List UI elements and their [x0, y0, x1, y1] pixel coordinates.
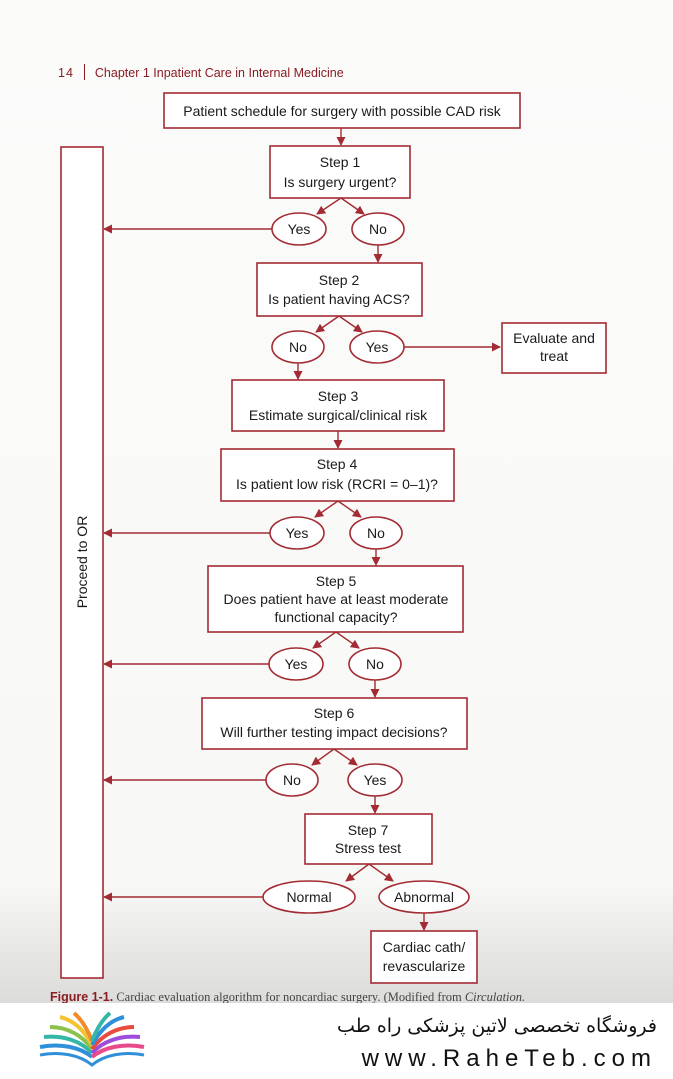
cath-line1: Cardiac cath/	[383, 939, 466, 955]
step7-text: Stress test	[335, 840, 401, 856]
proceed-to-or-label: Proceed to OR	[74, 516, 90, 609]
step5-title: Step 5	[316, 573, 357, 589]
evaluate-line1: Evaluate and	[513, 330, 595, 346]
cath-line2: revascularize	[383, 958, 466, 974]
step1-title: Step 1	[320, 154, 361, 170]
store-url-link[interactable]: www.RaheTeb.com	[361, 1045, 657, 1072]
step4-box: Step 4 Is patient low risk (RCRI = 0–1)?	[220, 448, 455, 502]
step1-yes-label: Yes	[288, 221, 311, 237]
step2-title: Step 2	[319, 272, 360, 288]
caption-text: Cardiac evaluation algorithm for noncard…	[116, 990, 462, 1003]
step6-title: Step 6	[314, 705, 355, 721]
cardiac-cath-box: Cardiac cath/ revascularize	[370, 930, 478, 984]
step7-box: Step 7 Stress test	[304, 813, 433, 865]
step7-normal-oval: Normal	[262, 880, 356, 914]
step4-yes-label: Yes	[286, 525, 309, 541]
step7-abnormal-label: Abnormal	[394, 889, 454, 905]
step2-box: Step 2 Is patient having ACS?	[256, 262, 423, 317]
book-page: 14 Chapter 1 Inpatient Care in Internal M…	[0, 0, 673, 1003]
step6-no-label: No	[283, 772, 301, 788]
step5-box: Step 5 Does patient have at least modera…	[207, 565, 464, 633]
step3-box: Step 3 Estimate surgical/clinical risk	[231, 379, 445, 432]
step6-no-oval: No	[265, 763, 319, 797]
flow-connectors	[103, 128, 501, 931]
step3-text: Estimate surgical/clinical risk	[249, 407, 428, 423]
step6-box: Step 6 Will further testing impact decis…	[201, 697, 468, 750]
step4-question: Is patient low risk (RCRI = 0–1)?	[236, 476, 438, 492]
figure-caption: Figure 1-1. Cardiac evaluation algorithm…	[50, 990, 660, 1003]
step4-yes-oval: Yes	[269, 516, 325, 550]
step4-no-label: No	[367, 525, 385, 541]
proceed-to-or-bar: Proceed to OR	[60, 146, 104, 979]
store-banner: فروشگاه تخصصی لاتین پزشکی راه طب www.Rah…	[0, 1003, 673, 1079]
store-name: فروشگاه تخصصی لاتین پزشکی راه طب	[337, 1015, 657, 1037]
step1-question: Is surgery urgent?	[284, 174, 397, 190]
page-number: 14	[58, 66, 74, 80]
step1-no-oval: No	[351, 212, 405, 246]
step7-normal-label: Normal	[286, 889, 331, 905]
evaluate-treat-box: Evaluate and treat	[501, 322, 607, 374]
step1-box: Step 1 Is surgery urgent?	[269, 145, 411, 199]
start-box: Patient schedule for surgery with possib…	[163, 92, 521, 129]
step4-no-oval: No	[349, 516, 403, 550]
header-divider	[83, 64, 85, 80]
step3-title: Step 3	[318, 388, 359, 404]
chapter-title: Chapter 1 Inpatient Care in Internal Med…	[94, 66, 344, 80]
step7-abnormal-oval: Abnormal	[378, 880, 470, 914]
step6-yes-label: Yes	[364, 772, 387, 788]
page-header: 14 Chapter 1 Inpatient Care in Internal M…	[58, 64, 344, 80]
step5-question-line2: functional capacity?	[275, 609, 398, 625]
figure-label: Figure 1-1.	[50, 990, 114, 1003]
evaluate-line2: treat	[540, 348, 568, 364]
step6-yes-oval: Yes	[347, 763, 403, 797]
step4-title: Step 4	[317, 456, 358, 472]
step7-title: Step 7	[348, 822, 389, 838]
open-book-logo-icon	[39, 1011, 145, 1067]
step6-question: Will further testing impact decisions?	[220, 724, 447, 740]
step2-yes-label: Yes	[366, 339, 389, 355]
cardiac-evaluation-flowchart: Proceed to OR Patient schedule for surge…	[60, 92, 607, 984]
start-label: Patient schedule for surgery with possib…	[183, 103, 501, 119]
step2-yes-oval: Yes	[349, 330, 405, 364]
step5-question-line1: Does patient have at least moderate	[224, 591, 449, 607]
step1-no-label: No	[369, 221, 387, 237]
step5-no-label: No	[366, 656, 384, 672]
step1-yes-oval: Yes	[271, 212, 327, 246]
step2-no-oval: No	[271, 330, 325, 364]
step2-no-label: No	[289, 339, 307, 355]
step5-yes-oval: Yes	[268, 647, 324, 681]
step5-no-oval: No	[348, 647, 402, 681]
step2-question: Is patient having ACS?	[268, 291, 410, 307]
caption-source: Circulation.	[464, 990, 526, 1003]
step5-yes-label: Yes	[285, 656, 308, 672]
